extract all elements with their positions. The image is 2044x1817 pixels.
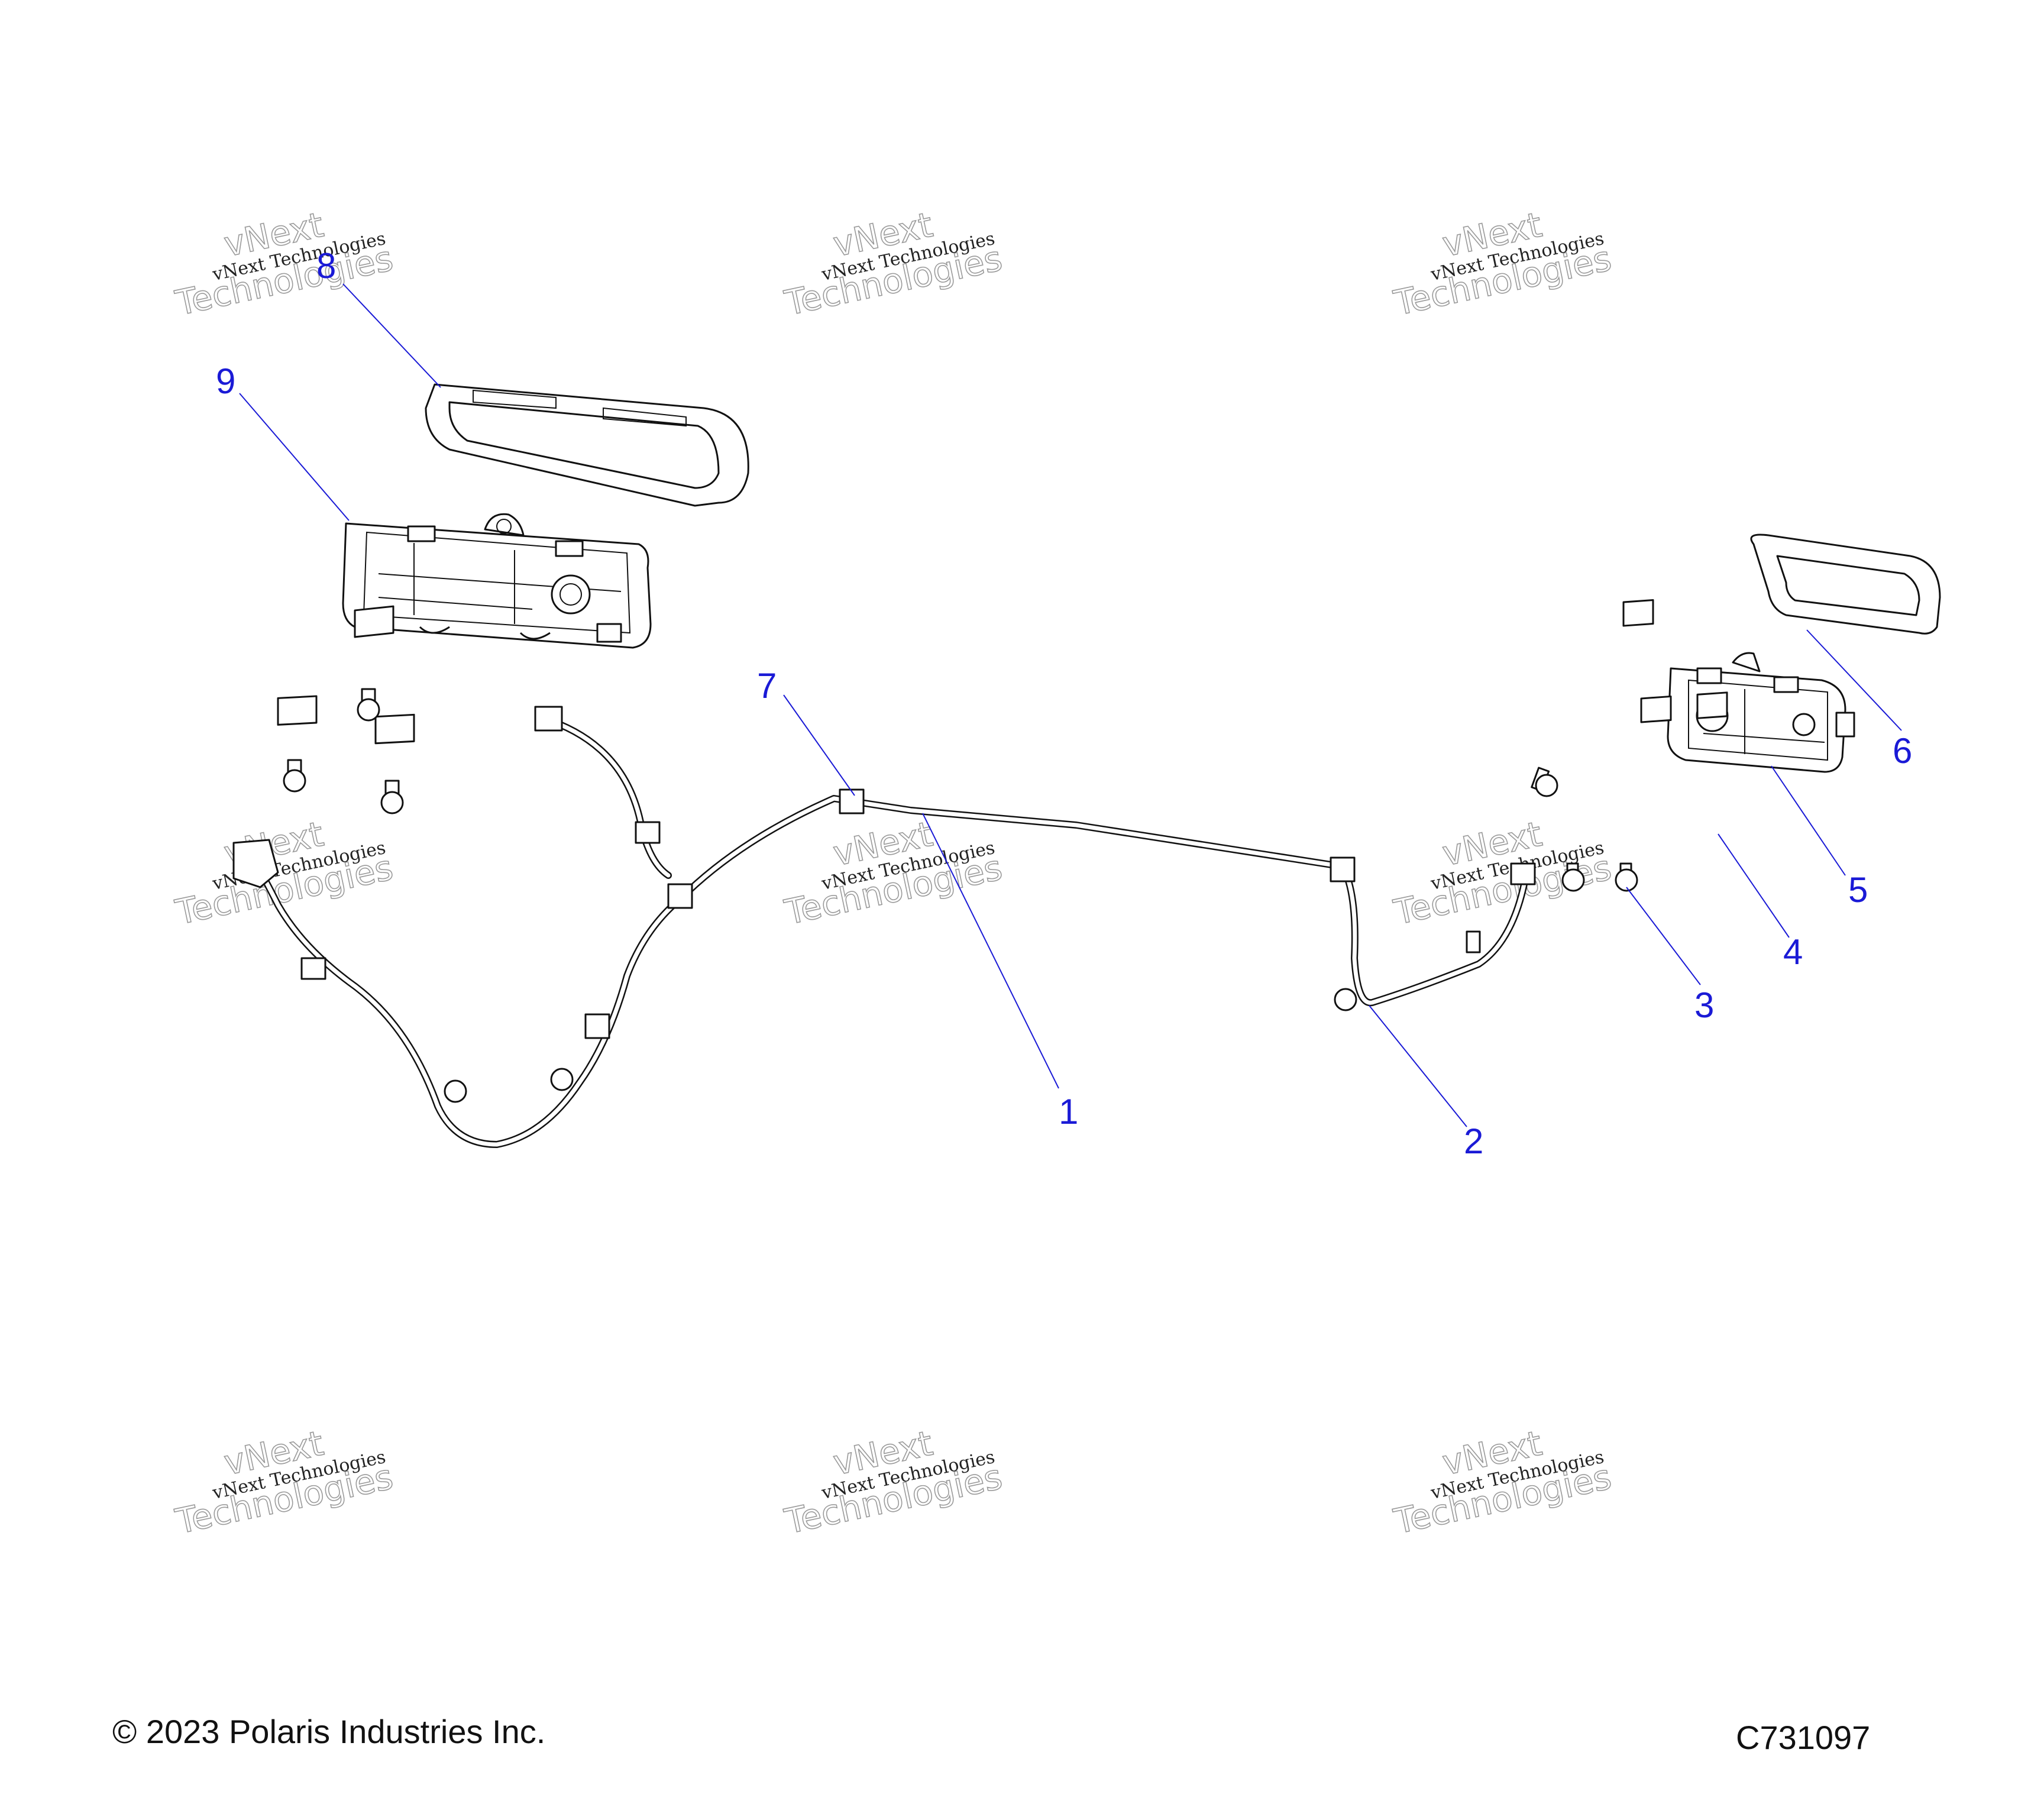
part-9-left-switch-panel [342,513,652,649]
callout-8: 8 [316,246,336,286]
part-1-wiring-harness [232,706,1536,1148]
part-5-right-switch-panel [1667,652,1855,773]
left-fasteners [277,605,415,814]
callout-9: 9 [216,361,235,401]
callout-3: 3 [1694,985,1714,1025]
part-6-right-bezel [1750,534,1941,635]
callout-7: 7 [757,666,777,706]
copyright-notice: © 2023 Polaris Industries Inc. [112,1713,546,1750]
callout-1: 1 [1059,1092,1078,1131]
right-fasteners [1466,599,1728,953]
drawing-id: C731097 [1736,1719,1871,1756]
callout-5: 5 [1848,870,1868,910]
callout-labels: 1 2 3 4 5 6 7 8 9 [216,246,1912,1161]
callout-2: 2 [1464,1121,1483,1161]
part-8-left-bezel [425,383,749,507]
leader-lines [239,283,1902,1127]
callout-6: 6 [1893,731,1912,771]
callout-4: 4 [1783,932,1803,972]
